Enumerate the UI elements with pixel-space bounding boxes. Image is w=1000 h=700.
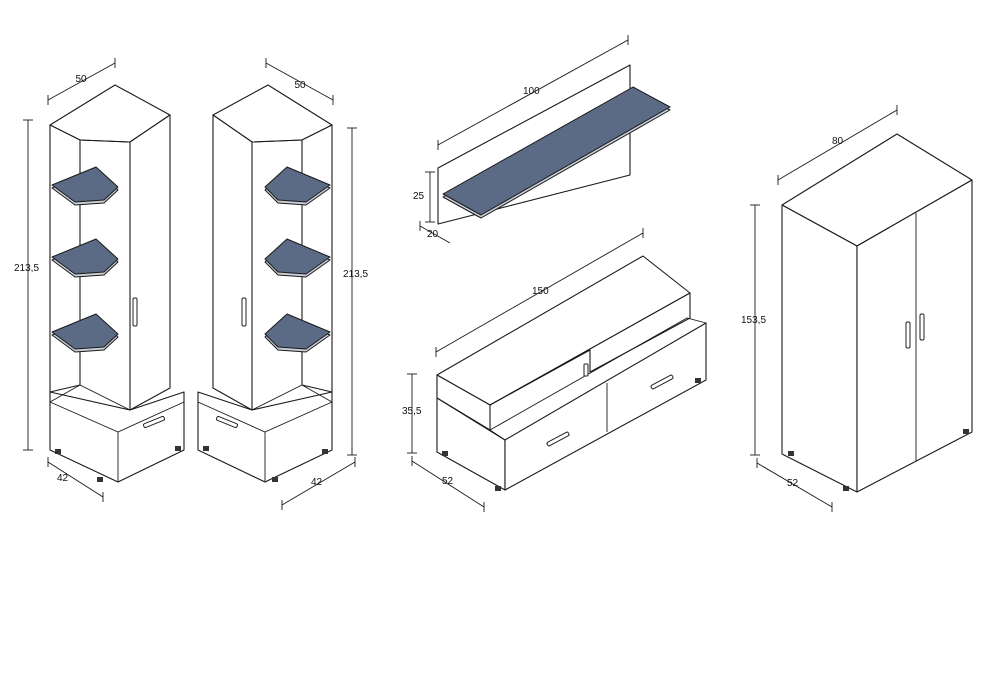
drawer-handle-icon [143,415,165,429]
tv-stand: 150 35,5 52 [402,228,707,512]
dim-depth-label: 42 [311,477,323,488]
wall-shelf: 100 25 20 [413,35,671,244]
dim-depth-label: 52 [787,478,799,489]
dim-width-label: 150 [532,286,549,297]
dim-width-label: 100 [523,86,540,97]
drawer-handle-icon [546,431,570,447]
drawer-handle-icon [216,415,238,429]
dim-width-label: 50 [75,74,87,85]
corner-shelf [51,238,119,278]
dim-height-label: 35,5 [402,406,422,417]
dim-height-label: 25 [413,191,425,202]
drawer-handle-icon [650,374,674,390]
dim-height-label: 213,5 [343,269,368,280]
dim-depth-label: 20 [427,229,439,240]
dim-depth-label: 42 [57,473,69,484]
dim-depth-label: 52 [442,476,454,487]
corner-shelf [264,238,331,278]
corner-shelf [264,313,331,353]
dim-height-label: 213,5 [14,263,39,274]
corner-cabinet-right: 50 213,5 42 [197,58,368,510]
dim-width-label: 80 [832,136,844,147]
wardrobe: 80 153,5 52 [741,105,973,512]
door-handle-icon [919,313,925,341]
shelf-support-icon [583,363,589,377]
door-handle-icon [905,321,911,349]
dim-height-label: 153,5 [741,315,766,326]
corner-shelf [264,166,331,206]
door-handle-icon [241,297,247,327]
corner-cabinet-left: 50 213,5 42 [14,58,185,502]
corner-shelf [51,313,119,353]
door-handle-icon [132,297,138,327]
dim-width-label: 50 [294,80,306,91]
corner-shelf [51,166,119,206]
